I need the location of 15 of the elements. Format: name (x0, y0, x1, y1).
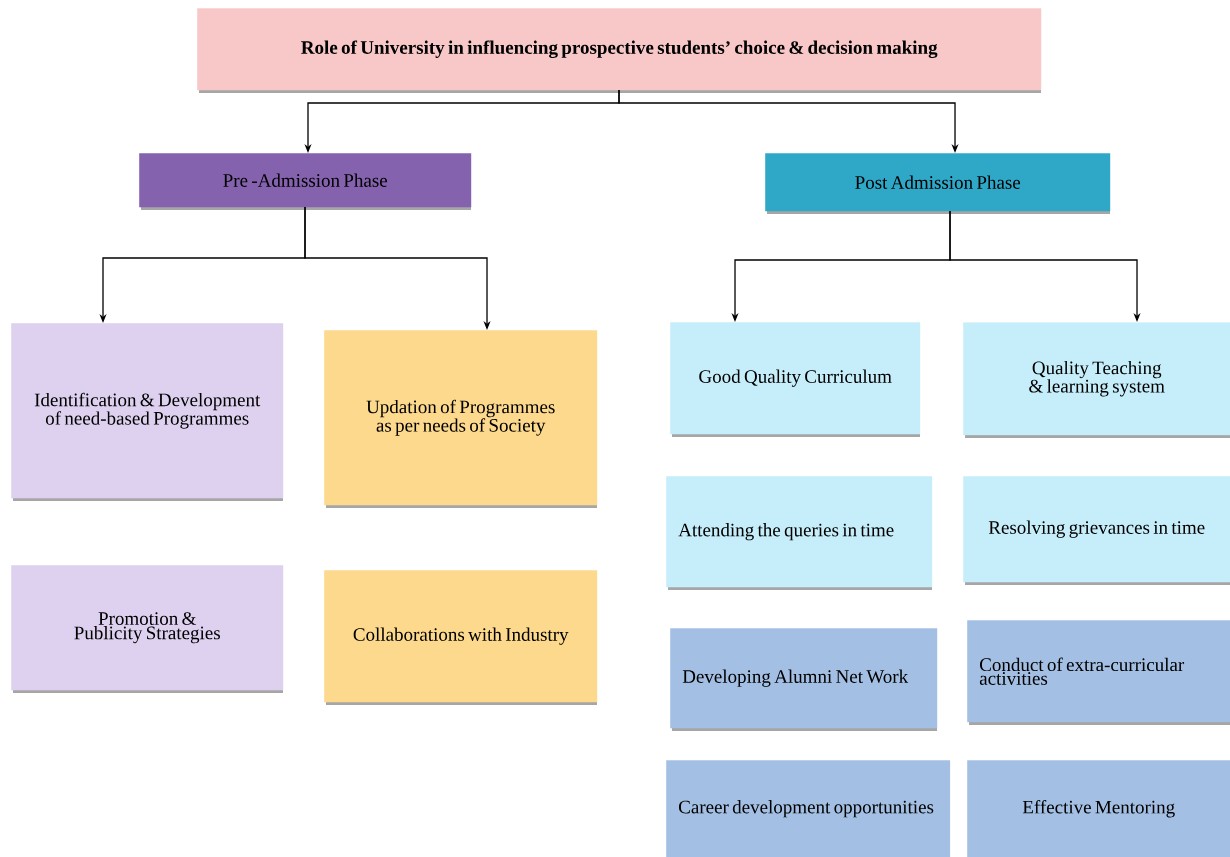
title-box: Role of University in influencing prospective students’ choice & decision making (197, 8, 1042, 93)
item-box: Conduct of extra-curricular activities (967, 620, 1230, 725)
item-box: Resolving grievances in time (963, 476, 1230, 585)
phase-box: Post Admission Phase (765, 153, 1111, 214)
item-box: Collaborations with Industry (324, 570, 598, 705)
phase-box: Pre -Admission Phase (139, 153, 472, 210)
item-box: Quality Teaching & learning system (963, 322, 1230, 438)
item-box: Identification & Development of need-based Programmes (11, 323, 284, 501)
item-box: Good Quality Curriculum (670, 322, 921, 437)
item-box: Developing Alumni Net Work (670, 628, 938, 731)
item-box: Promotion & Publicity Strategies (11, 565, 284, 693)
item-box: Updation of Programmes as per needs of Society (324, 330, 598, 508)
item-box: Attending the queries in time (666, 476, 933, 590)
item-box: Career development opportunities (666, 760, 951, 857)
item-box: Effective Mentoring (967, 760, 1230, 857)
